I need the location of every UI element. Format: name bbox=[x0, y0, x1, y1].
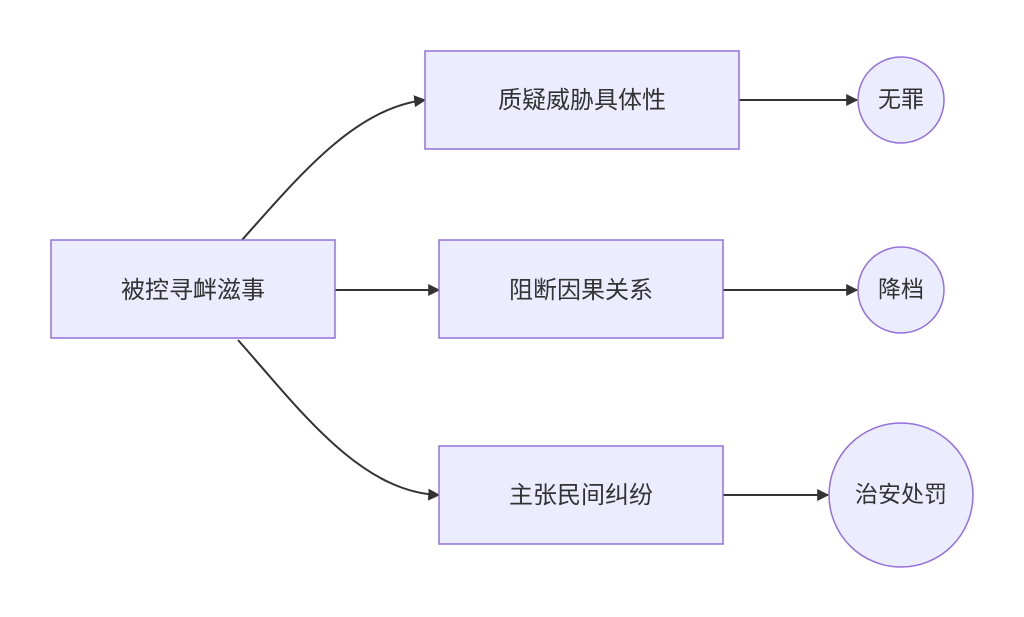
outcome-node-2-label: 降档 bbox=[878, 277, 924, 303]
strategy-node-2-label: 阻断因果关系 bbox=[509, 276, 653, 304]
root-node-label: 被控寻衅滋事 bbox=[121, 276, 265, 304]
outcome-node-3-label: 治安处罚 bbox=[855, 482, 947, 508]
root-node: 被控寻衅滋事 bbox=[50, 239, 336, 339]
outcome-node-1-label: 无罪 bbox=[878, 87, 924, 113]
strategy-node-3: 主张民间纠纷 bbox=[438, 445, 724, 545]
strategy-node-2: 阻断因果关系 bbox=[438, 239, 724, 339]
strategy-node-1-label: 质疑威胁具体性 bbox=[498, 86, 666, 114]
edge-root-to-strategy-3 bbox=[237, 339, 441, 501]
outcome-node-2: 降档 bbox=[857, 246, 945, 334]
outcome-node-1: 无罪 bbox=[857, 56, 945, 144]
outcome-node-3: 治安处罚 bbox=[828, 422, 974, 568]
edge-root-to-strategy-1 bbox=[241, 95, 427, 241]
strategy-node-3-label: 主张民间纠纷 bbox=[509, 481, 653, 509]
strategy-node-1: 质疑威胁具体性 bbox=[424, 50, 740, 150]
